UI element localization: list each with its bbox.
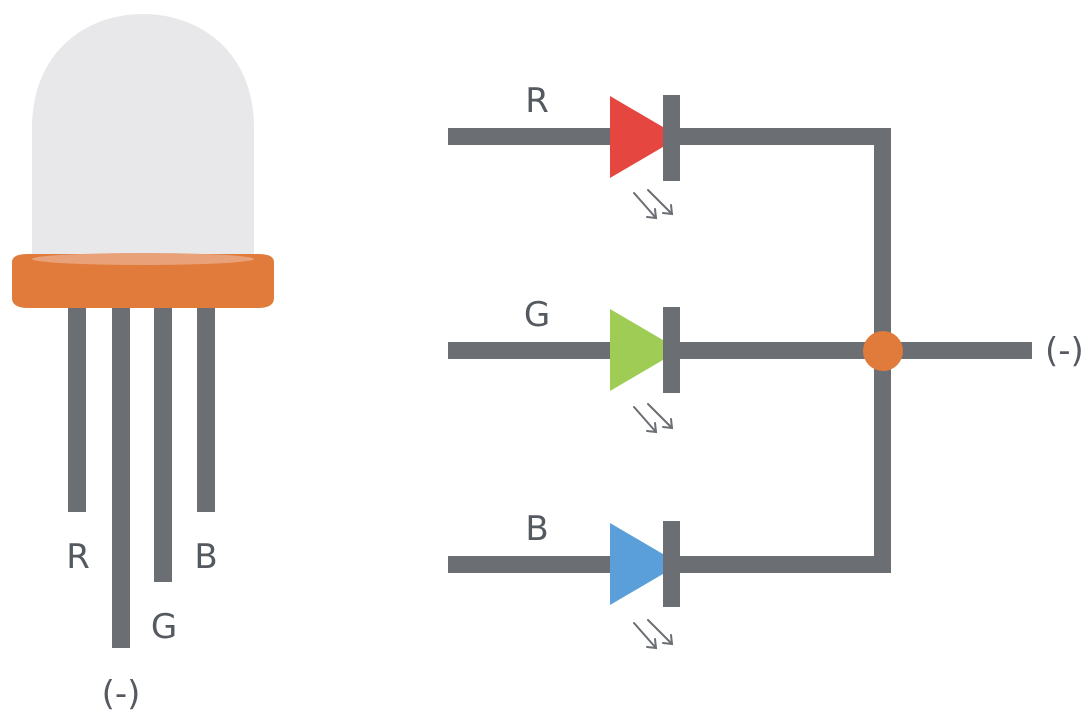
blue-wire-in bbox=[448, 556, 614, 573]
light-emission-arrows-icon bbox=[633, 403, 674, 434]
blue-leg bbox=[197, 300, 215, 512]
pin-label-common: (-) bbox=[102, 674, 141, 714]
red-wire-in bbox=[448, 128, 614, 145]
green-diode bbox=[610, 307, 680, 434]
schematic-label-output: (-) bbox=[1045, 331, 1084, 371]
led-dome bbox=[32, 14, 254, 262]
pin-label-red: R bbox=[66, 537, 90, 577]
blue-diode-bar bbox=[663, 521, 680, 607]
led-package: R G B (-) bbox=[12, 14, 274, 714]
pin-label-green: G bbox=[151, 607, 177, 647]
red-wire-out bbox=[666, 128, 889, 145]
led-rim bbox=[12, 254, 274, 308]
green-diode-triangle bbox=[610, 309, 680, 391]
green-wire-in bbox=[448, 342, 614, 359]
schematic-label-blue: B bbox=[525, 509, 548, 549]
common-leg bbox=[112, 300, 130, 648]
pin-label-blue: B bbox=[194, 537, 217, 577]
light-emission-arrows-icon bbox=[633, 189, 674, 220]
junction-dot bbox=[863, 331, 903, 371]
schematic: R G B (-) bbox=[448, 81, 1084, 650]
schematic-label-red: R bbox=[525, 81, 549, 121]
blue-wire-out bbox=[666, 556, 889, 573]
red-diode bbox=[610, 95, 680, 220]
light-emission-arrows-icon bbox=[633, 619, 674, 650]
schematic-label-green: G bbox=[524, 295, 550, 335]
red-leg bbox=[68, 300, 86, 512]
blue-diode-triangle bbox=[610, 523, 680, 605]
green-leg bbox=[154, 300, 172, 582]
blue-diode bbox=[610, 521, 680, 650]
red-diode-bar bbox=[663, 95, 680, 181]
green-diode-bar bbox=[663, 307, 680, 393]
led-rim-highlight bbox=[32, 253, 254, 265]
red-diode-triangle bbox=[610, 96, 680, 178]
green-wire-out bbox=[666, 342, 1032, 359]
